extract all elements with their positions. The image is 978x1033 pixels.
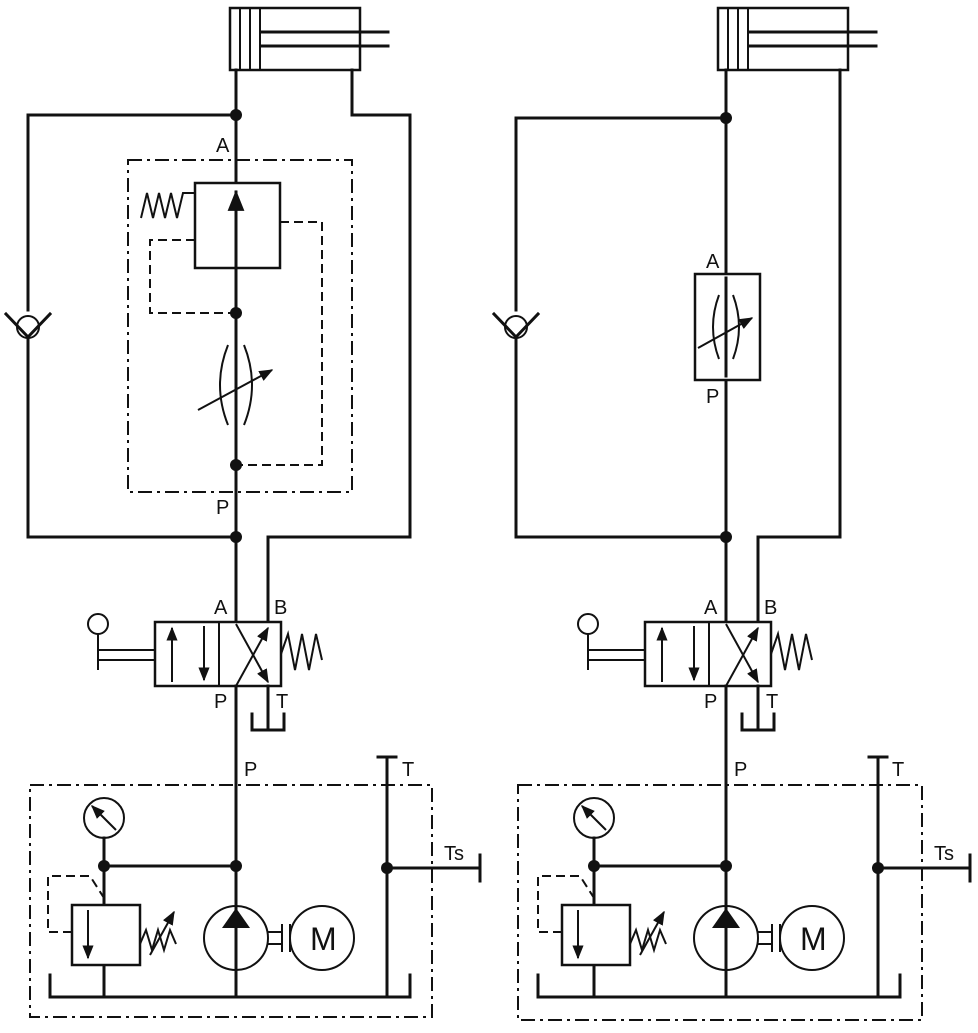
left-dir-port-b-label: B xyxy=(274,597,287,619)
left-flow-control-valve xyxy=(127,159,353,493)
right-directional-valve xyxy=(577,613,813,688)
right-pipework xyxy=(514,68,842,622)
right-throttle-valve xyxy=(693,272,762,382)
left-motor-label: M xyxy=(310,921,337,957)
right-dir-port-b-label: B xyxy=(764,597,777,619)
left-valve-port-p-label: P xyxy=(216,497,229,519)
right-dir-port-a-label: A xyxy=(704,597,718,619)
right-valve-port-a-label: A xyxy=(706,251,720,273)
left-supply-p-label: P xyxy=(244,759,257,781)
left-tank-line xyxy=(266,684,286,732)
left-valve-port-a-label: A xyxy=(216,135,230,157)
left-dir-port-t-label: T xyxy=(276,691,288,713)
left-cylinder xyxy=(228,6,390,72)
right-motor-label: M xyxy=(800,921,827,957)
left-circuit: A P A B P T P T Ts M xyxy=(3,6,482,1018)
right-supply-p-label: P xyxy=(734,759,747,781)
right-dir-port-p-label: P xyxy=(704,691,717,713)
right-power-unit xyxy=(517,755,972,1021)
right-tank-line xyxy=(756,684,776,732)
left-check-valve xyxy=(3,311,53,340)
right-supply-ts-label: Ts xyxy=(934,843,954,865)
left-directional-valve xyxy=(87,613,323,688)
left-pipework xyxy=(26,68,412,622)
left-supply-ts-label: Ts xyxy=(444,843,464,865)
right-circuit: A P A B P T P T Ts M xyxy=(491,6,972,1021)
right-supply-t-label: T xyxy=(892,759,904,781)
left-supply-t-label: T xyxy=(402,759,414,781)
left-power-unit xyxy=(29,755,482,1018)
right-cylinder xyxy=(716,6,878,72)
right-dir-port-t-label: T xyxy=(766,691,778,713)
right-check-valve xyxy=(491,311,541,340)
left-dir-port-a-label: A xyxy=(214,597,228,619)
right-valve-port-p-label: P xyxy=(706,386,719,408)
left-dir-port-p-label: P xyxy=(214,691,227,713)
